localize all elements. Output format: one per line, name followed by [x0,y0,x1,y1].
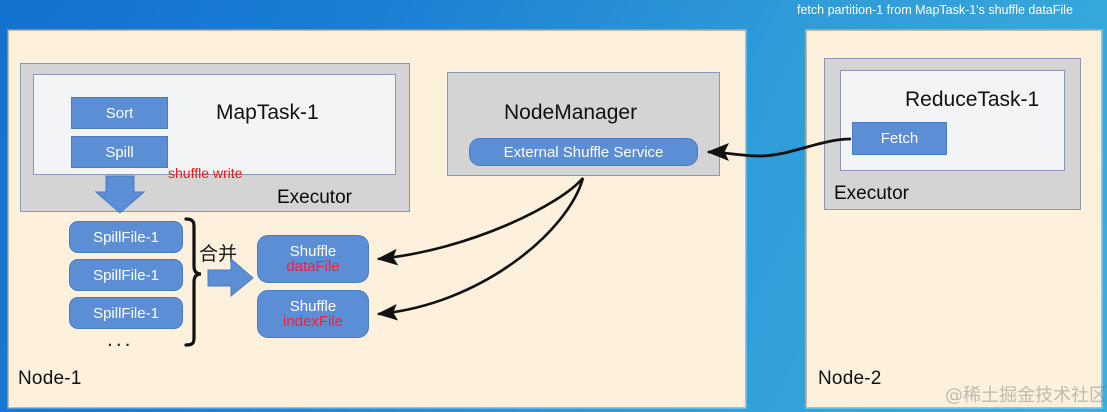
external-shuffle-service-box[interactable]: External Shuffle Service [469,138,698,166]
node-1-executor-label: Executor [277,187,352,208]
spill-file-1-label: SpillFile-1 [93,228,159,246]
spill-file-1[interactable]: SpillFile-1 [69,221,183,253]
external-shuffle-service-label: External Shuffle Service [503,143,664,161]
watermark: @稀土掘金技术社区 [945,385,1107,406]
top-caption: fetch partition-1 from MapTask-1's shuff… [797,3,1073,17]
spill-file-2-label: SpillFile-1 [93,266,159,284]
reduce-task-title: ReduceTask-1 [905,88,1040,111]
spill-file-2[interactable]: SpillFile-1 [69,259,183,291]
map-task-title: MapTask-1 [216,101,319,124]
reduce-task-panel [840,70,1065,171]
shuffle-index-file-box[interactable]: Shuffle indexFile [257,290,369,338]
reduce-task-stage-fetch-label: Fetch [880,130,919,147]
shuffle-data-file-box[interactable]: Shuffle dataFile [257,235,369,283]
shuffle-write-note: shuffle write [168,165,243,181]
merge-label: 合并 [199,243,238,265]
shuffle-data-file-sub: dataFile [286,258,340,275]
shuffle-index-file-title: Shuffle [289,297,337,315]
spill-file-more-ellipsis: ... [107,328,134,351]
node-manager-title: NodeManager [504,101,638,124]
node-1-label: Node-1 [18,368,82,389]
spill-file-3-label: SpillFile-1 [93,304,159,322]
map-task-stage-sort-label: Sort [105,104,134,122]
map-task-stage-spill[interactable]: Spill [71,136,168,168]
shuffle-data-file-title: Shuffle [289,242,337,260]
reduce-task-stage-fetch[interactable]: Fetch [852,122,947,155]
node-2-executor-label: Executor [834,183,909,204]
node-2-label: Node-2 [818,368,882,389]
map-task-stage-spill-label: Spill [105,143,134,161]
map-task-stage-sort[interactable]: Sort [71,97,168,129]
shuffle-index-file-sub: indexFile [282,313,344,330]
spill-file-3[interactable]: SpillFile-1 [69,297,183,329]
